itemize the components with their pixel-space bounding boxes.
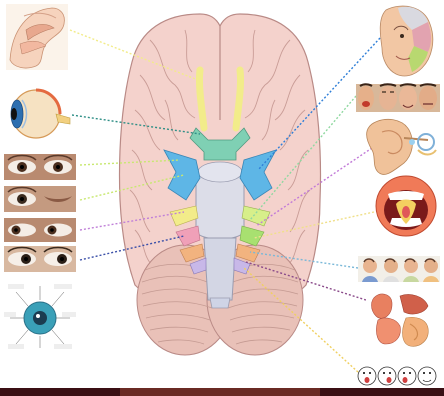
eyes-panel-4 <box>4 246 76 272</box>
eyes-panel-2 <box>4 186 76 212</box>
spinal-cord <box>210 298 230 308</box>
eyes-panel-3 <box>4 218 76 242</box>
viscera-panel <box>366 290 436 352</box>
nasal-cavity-panel <box>6 4 68 70</box>
neck-turn-panel <box>358 256 440 282</box>
facial-expressions-panel <box>356 84 440 112</box>
eyeball-panel <box>6 84 72 144</box>
bottom-border-highlight <box>120 388 320 396</box>
throat-panel <box>376 176 436 236</box>
midbrain <box>198 162 242 182</box>
medulla <box>204 238 236 300</box>
eyes-panel-1 <box>4 154 76 180</box>
tongue-faces-panel <box>358 367 436 385</box>
eye-muscles-panel <box>4 278 78 354</box>
ear-panel <box>367 119 436 174</box>
face-sensory-panel <box>380 6 433 76</box>
